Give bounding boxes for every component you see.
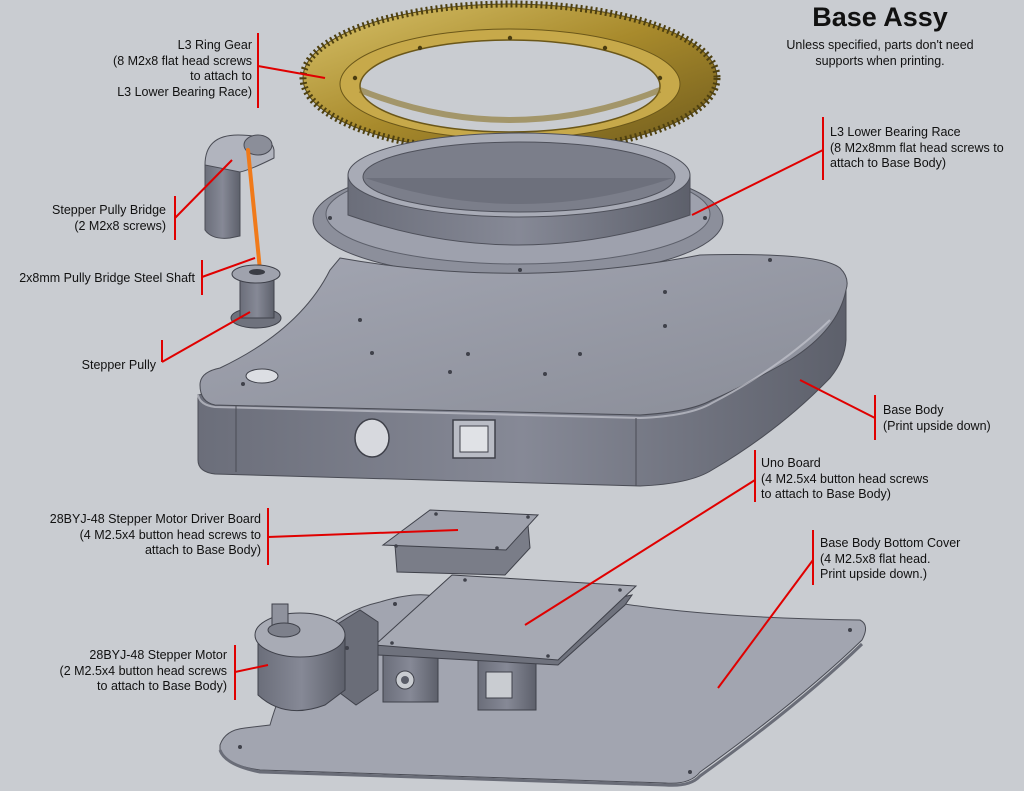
label-line: Print upside down.) bbox=[820, 567, 928, 581]
leader-lines bbox=[161, 33, 876, 700]
label-line: (4 M2.5x4 button head screws bbox=[761, 471, 929, 486]
diagram-title: Base Assy bbox=[812, 2, 948, 32]
steel-shaft bbox=[246, 148, 262, 272]
label-line: L3 Lower Bearing Race bbox=[830, 125, 961, 139]
stepper-pully-bridge bbox=[204, 134, 275, 239]
label-line: (4 M2.5x4 button head screws to bbox=[79, 527, 261, 542]
label-line: (2 M2x8 screws) bbox=[74, 218, 166, 233]
label-line: (4 M2.5x8 flat head. bbox=[820, 551, 931, 566]
base-body-label: Base Body (Print upside down) bbox=[883, 403, 991, 434]
label-line: to attach to Base Body) bbox=[761, 487, 891, 501]
label-line: 28BYJ-48 Stepper Motor bbox=[89, 648, 227, 662]
lower-bearing-race-label: L3 Lower Bearing Race (8 M2x8mm flat hea… bbox=[830, 125, 1004, 172]
stepper-motor bbox=[254, 603, 379, 712]
label-line: Stepper Pully Bridge bbox=[52, 203, 166, 217]
uno-board-label: Uno Board (4 M2.5x4 button head screws t… bbox=[761, 456, 928, 503]
stepper-pully-label: Stepper Pully bbox=[82, 358, 156, 374]
label-line: (8 M2x8mm flat head screws to bbox=[830, 140, 1004, 155]
label-line: Base Body Bottom Cover bbox=[820, 536, 961, 550]
label-line: attach to Base Body) bbox=[830, 156, 947, 170]
label-line: (Print upside down) bbox=[883, 418, 991, 433]
ring-gear bbox=[299, 0, 721, 156]
label-line: Base Body bbox=[883, 403, 944, 417]
label-line: (2 M2.5x4 button head screws bbox=[59, 663, 227, 678]
steel-shaft-label: 2x8mm Pully Bridge Steel Shaft bbox=[19, 271, 195, 287]
stepper-pully bbox=[230, 264, 282, 329]
label-line: to attach to Base Body) bbox=[97, 679, 227, 693]
base-body bbox=[197, 254, 848, 487]
pully-bridge-label: Stepper Pully Bridge (2 M2x8 screws) bbox=[52, 203, 166, 234]
diagram-subtitle: Unless specified, parts don't need suppo… bbox=[760, 38, 1000, 69]
lower-bearing-race bbox=[312, 132, 724, 279]
label-line: attach to Base Body) bbox=[144, 543, 261, 557]
subtitle-line: supports when printing. bbox=[815, 53, 945, 68]
label-line: to attach to bbox=[190, 69, 252, 83]
bottom-cover-label: Base Body Bottom Cover (4 M2.5x8 flat he… bbox=[820, 536, 960, 583]
label-line: Stepper Pully bbox=[81, 358, 156, 372]
ring-gear-label: L3 Ring Gear (8 M2x8 flat head screws to… bbox=[113, 38, 252, 100]
stepper-motor-label: 28BYJ-48 Stepper Motor (2 M2.5x4 button … bbox=[60, 648, 227, 695]
label-line: L3 Ring Gear bbox=[177, 38, 252, 52]
label-line: 28BYJ-48 Stepper Motor Driver Board bbox=[49, 512, 261, 526]
label-line: L3 Lower Bearing Race) bbox=[117, 84, 252, 99]
label-line: (8 M2x8 flat head screws bbox=[113, 53, 252, 68]
subtitle-line: Unless specified, parts don't need bbox=[786, 38, 974, 52]
driver-board bbox=[381, 509, 540, 576]
driver-board-label: 28BYJ-48 Stepper Motor Driver Board (4 M… bbox=[50, 512, 261, 559]
label-line: 2x8mm Pully Bridge Steel Shaft bbox=[19, 271, 195, 285]
label-line: Uno Board bbox=[761, 456, 821, 470]
